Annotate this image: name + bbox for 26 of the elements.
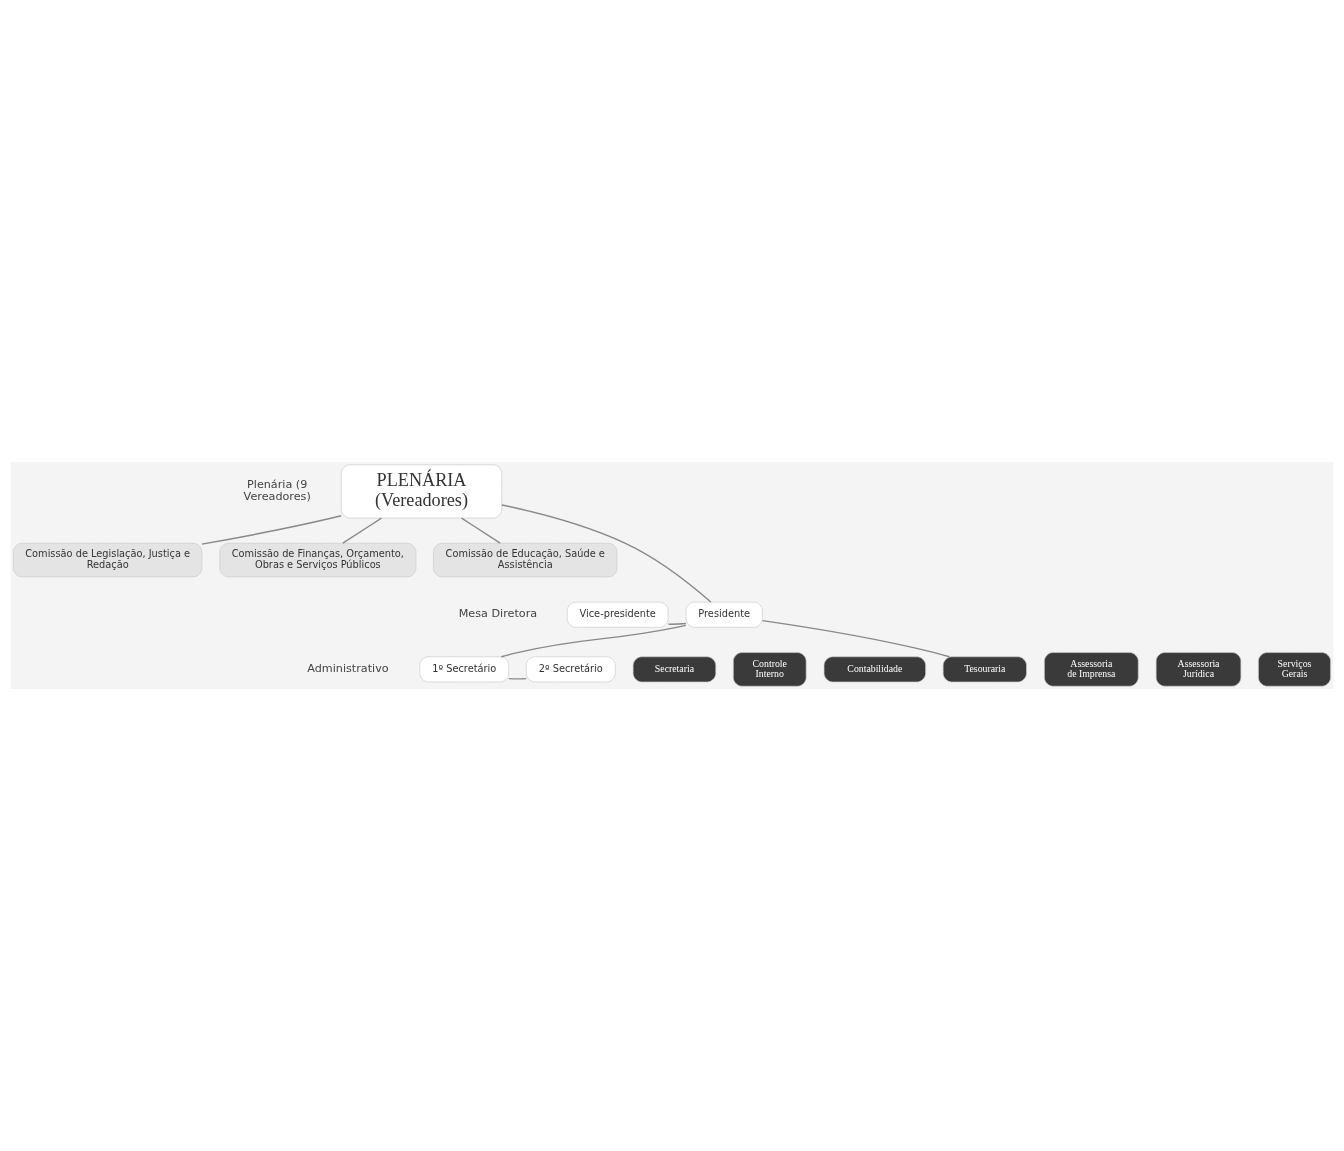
node-box: 2º Secretário	[525, 656, 616, 683]
node-box: Assessoria Jurídica	[1155, 652, 1242, 687]
node-box: 1º Secretário	[419, 656, 510, 683]
node-box: Vice-presidente	[566, 601, 669, 628]
connector	[761, 619, 951, 658]
connector	[201, 515, 342, 545]
connector	[501, 504, 712, 603]
connector	[667, 622, 687, 625]
connector	[500, 624, 687, 658]
connector	[342, 517, 383, 544]
node-box: Secretaria	[632, 656, 717, 683]
label: Administrativo	[307, 662, 389, 676]
connector	[508, 677, 527, 680]
node-box: Comissão de Finanças, Orçamento, Obras e Serviços Públicos	[219, 542, 417, 578]
node-box: Contabilidade	[823, 656, 926, 683]
node-box: Presidente	[685, 601, 763, 628]
node-box: Assessoria de Imprensa	[1044, 652, 1139, 687]
node-box: Controle Interno	[732, 652, 807, 687]
connector	[460, 517, 501, 544]
node-box: Comissão de Legislação, Justiça e Redação	[13, 542, 203, 578]
node-box: Serviços Gerais	[1258, 652, 1331, 687]
node-box: Tesouraria	[942, 656, 1027, 683]
node-box: PLENÁRIA (Vereadores)	[340, 464, 503, 519]
label: Mesa Diretora	[458, 607, 538, 621]
node-box: Comissão de Educação, Saúde e Assistência	[433, 542, 618, 578]
label: Plenária (9 Vereadores)	[243, 477, 311, 504]
